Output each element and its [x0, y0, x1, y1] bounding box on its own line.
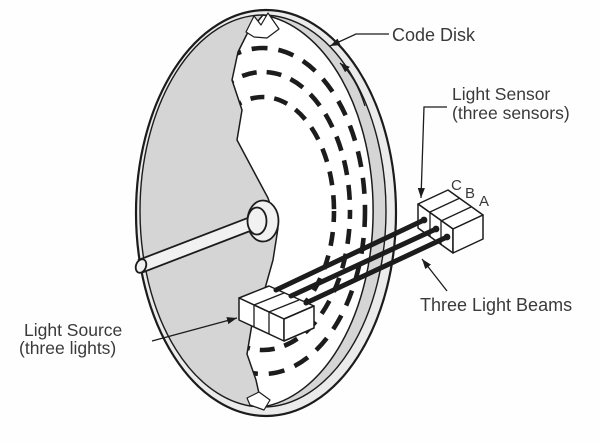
- label-light-sensor-line1: Light Sensor: [452, 84, 550, 104]
- label-three-light-beams: Three Light Beams: [420, 295, 572, 315]
- beam-2-sensor-dot: [432, 225, 440, 233]
- rim-tear-bottom: [246, 391, 271, 411]
- beam-3: [303, 234, 450, 306]
- shaft-end-cap: [134, 258, 148, 274]
- leader-light-sensor: [417, 106, 447, 199]
- light-source-block: [238, 285, 315, 342]
- beam-1: [273, 217, 427, 293]
- light-source-side-face: [283, 305, 315, 342]
- three-light-beams: [273, 216, 451, 306]
- track-b-arc: [232, 69, 353, 353]
- channel-letter-c: C: [451, 177, 462, 194]
- channel-letter-b: B: [465, 185, 475, 202]
- beam-2: [288, 226, 439, 299]
- leader-three-light-beams: [421, 258, 448, 292]
- sensor-side-face: [452, 214, 484, 254]
- channel-letter-a: A: [479, 193, 489, 210]
- label-code-disk: Code Disk: [392, 25, 476, 45]
- beam-3-sensor-dot: [443, 233, 451, 241]
- beam-1-sensor-dot: [420, 216, 428, 224]
- light-source-divisions: [253, 292, 300, 334]
- leader-light-source: [151, 317, 238, 342]
- hub-inner: [246, 206, 268, 236]
- label-light-sensor-line2: (three sensors): [452, 103, 570, 123]
- label-light-source-line2: (three lights): [19, 338, 116, 358]
- track-c-arc: [232, 45, 368, 377]
- sensor-divisions: [429, 197, 472, 245]
- rim-tear-top: [245, 12, 280, 39]
- label-light-source-line1: Light Source: [24, 320, 122, 340]
- leader-code-disk: [329, 33, 389, 47]
- rotation-arrow-icon: [339, 62, 366, 107]
